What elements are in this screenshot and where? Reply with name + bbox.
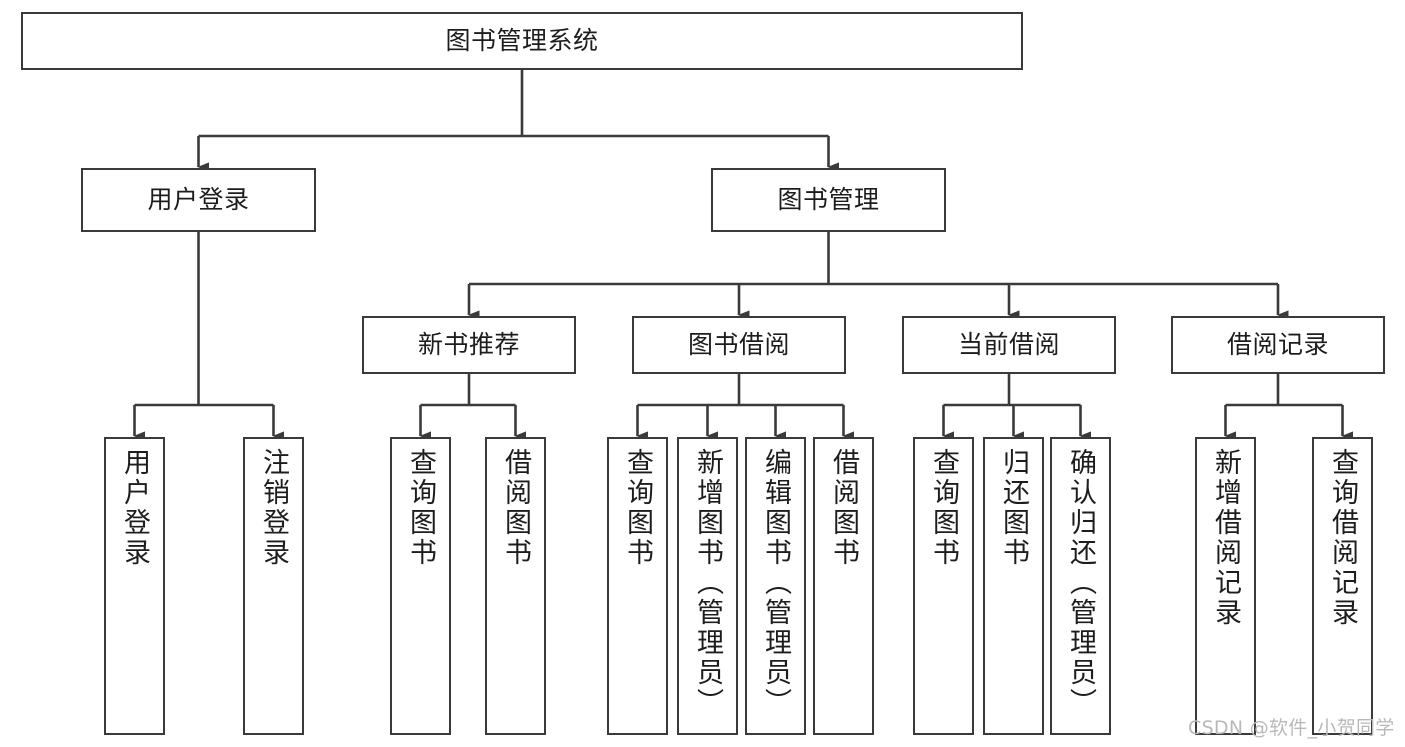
node-label-leaf-edit-book: 编辑图书（管理员）	[760, 448, 791, 718]
node-borrow-record[interactable]: 借阅记录	[1171, 316, 1385, 374]
node-leaf-add-record[interactable]: 新增借阅记录	[1195, 437, 1256, 735]
node-label-book-borrow: 图书借阅	[687, 330, 790, 360]
node-leaf-query-book-cur[interactable]: 查询图书	[913, 437, 974, 735]
node-label-leaf-query-record: 查询借阅记录	[1327, 448, 1358, 628]
node-leaf-add-book[interactable]: 新增图书（管理员）	[677, 437, 738, 735]
node-leaf-borrow-book[interactable]: 借阅图书	[813, 437, 874, 735]
node-label-user-login: 用户登录	[147, 185, 250, 215]
node-leaf-edit-book[interactable]: 编辑图书（管理员）	[745, 437, 806, 735]
node-label-leaf-logout: 注销登录	[258, 448, 289, 568]
node-current-borrow[interactable]: 当前借阅	[902, 316, 1116, 374]
node-new-book-rec[interactable]: 新书推荐	[362, 316, 576, 374]
node-leaf-return-book[interactable]: 归还图书	[983, 437, 1044, 735]
node-label-leaf-query-book-cur: 查询图书	[928, 448, 959, 568]
node-label-leaf-add-record: 新增借阅记录	[1210, 448, 1241, 628]
csdn-watermark: CSDN @软件_小贺同学	[1188, 717, 1395, 739]
node-leaf-query-book-borrow[interactable]: 查询图书	[607, 437, 668, 735]
node-label-leaf-borrow-book: 借阅图书	[828, 448, 859, 568]
node-user-login[interactable]: 用户登录	[81, 168, 316, 232]
node-label-leaf-query-book-rec: 查询图书	[405, 448, 436, 568]
node-leaf-query-book-rec[interactable]: 查询图书	[390, 437, 451, 735]
node-label-leaf-return-book: 归还图书	[998, 448, 1029, 568]
node-book-manage[interactable]: 图书管理	[711, 168, 946, 232]
node-leaf-user-login[interactable]: 用户登录	[104, 437, 165, 735]
node-label-leaf-borrow-book-rec: 借阅图书	[500, 448, 531, 568]
node-label-new-book-rec: 新书推荐	[417, 330, 520, 360]
node-label-book-manage: 图书管理	[777, 185, 880, 215]
node-label-root: 图书管理系统	[445, 26, 599, 56]
node-label-leaf-add-book: 新增图书（管理员）	[692, 448, 723, 718]
edge-group	[133, 70, 1353, 441]
node-label-leaf-query-book-borrow: 查询图书	[622, 448, 653, 568]
node-label-leaf-confirm-return: 确认归还（管理员）	[1065, 448, 1096, 718]
node-leaf-logout[interactable]: 注销登录	[243, 437, 304, 735]
node-label-leaf-user-login: 用户登录	[119, 448, 150, 568]
node-leaf-query-record[interactable]: 查询借阅记录	[1312, 437, 1373, 735]
node-book-borrow[interactable]: 图书借阅	[632, 316, 846, 374]
node-leaf-borrow-book-rec[interactable]: 借阅图书	[485, 437, 546, 735]
node-root[interactable]: 图书管理系统	[21, 12, 1023, 70]
node-label-borrow-record: 借阅记录	[1226, 330, 1329, 360]
node-label-current-borrow: 当前借阅	[957, 330, 1060, 360]
node-leaf-confirm-return[interactable]: 确认归还（管理员）	[1050, 437, 1111, 735]
